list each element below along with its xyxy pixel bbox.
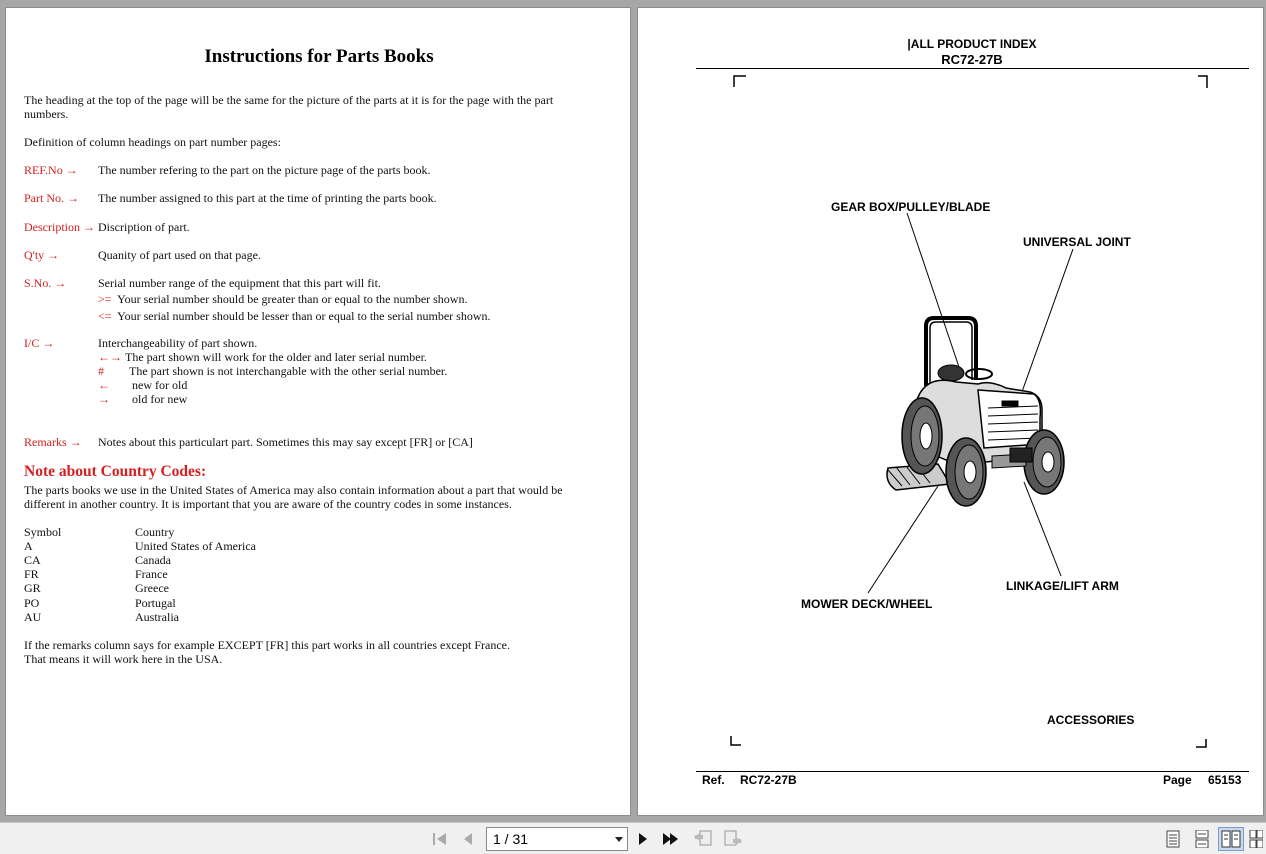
table-cell-country: Greece — [135, 581, 169, 595]
table-header-country: Country — [135, 525, 175, 539]
single-page-icon — [1166, 830, 1180, 848]
definition-desc: Serial number range of the equipment tha… — [98, 276, 381, 290]
serial-note: >= Your serial number should be greater … — [98, 292, 468, 306]
left-document-page: Instructions for Parts Books The heading… — [5, 7, 631, 816]
footer-page-value: 65153 — [1208, 773, 1242, 787]
definition-desc: Discription of part. — [98, 220, 190, 234]
footer-rule — [696, 771, 1249, 772]
definition-desc: Interchangeability of part shown. — [98, 336, 258, 350]
definition-term: I/C → — [24, 336, 55, 350]
ic-note: ←→The part shown will work for the older… — [98, 350, 427, 364]
single-page-view-button[interactable] — [1160, 827, 1186, 851]
closing-line: If the remarks column says for example E… — [24, 638, 510, 652]
right-document-page: |ALL PRODUCT INDEX RC72-27B — [637, 7, 1264, 816]
page-indicator: 1 / 31 — [493, 831, 529, 847]
country-paragraph-line: The parts books we use in the United Sta… — [24, 483, 563, 497]
callout-mower-deck[interactable]: MOWER DECK/WHEEL — [801, 597, 933, 611]
header-rule — [696, 68, 1249, 69]
two-page-continuous-icon — [1249, 830, 1263, 848]
table-cell-symbol: GR — [24, 581, 41, 595]
table-cell-country: United States of America — [135, 539, 256, 553]
next-page-button[interactable] — [630, 827, 656, 851]
table-cell-symbol: PO — [24, 596, 40, 610]
table-cell-country: France — [135, 567, 168, 581]
definition-desc: The number refering to the part on the p… — [98, 163, 431, 177]
intro-line: numbers. — [24, 107, 69, 121]
continuous-page-icon — [1195, 830, 1209, 848]
last-page-icon — [663, 833, 678, 845]
table-cell-country: Australia — [135, 610, 179, 624]
table-cell-symbol: FR — [24, 567, 39, 581]
footer-page-label: Page — [1163, 773, 1192, 787]
two-page-view-button[interactable] — [1218, 827, 1244, 851]
definition-term: Part No. → — [24, 191, 79, 205]
definition-term: Q'ty → — [24, 248, 60, 262]
definition-desc: The number assigned to this part at the … — [98, 191, 437, 205]
first-page-icon — [433, 833, 446, 845]
crop-marks — [730, 75, 1208, 748]
model-header: RC72-27B — [941, 52, 1003, 67]
definition-term: REF.No → — [24, 163, 78, 177]
definition-term: Description → — [24, 220, 95, 234]
tractor-illustration — [730, 75, 1208, 748]
table-cell-country: Canada — [135, 553, 171, 567]
callout-accessories[interactable]: ACCESSORIES — [1047, 713, 1135, 727]
previous-page-button[interactable] — [455, 827, 481, 851]
two-page-continuous-button[interactable] — [1246, 827, 1266, 851]
go-forward-view-button[interactable] — [720, 827, 746, 851]
page-number-select[interactable]: 1 / 31 — [486, 827, 628, 851]
page-title: Instructions for Parts Books — [204, 46, 434, 67]
table-cell-symbol: A — [24, 539, 33, 553]
first-page-button[interactable] — [427, 827, 453, 851]
definition-term: Remarks → — [24, 435, 82, 449]
leader-lines — [867, 212, 1074, 594]
table-cell-symbol: CA — [24, 553, 41, 567]
two-page-icon — [1221, 830, 1241, 848]
intro-line: The heading at the top of the page will … — [24, 93, 554, 107]
last-page-button[interactable] — [658, 827, 684, 851]
go-back-view-button[interactable] — [690, 827, 716, 851]
callout-gearbox[interactable]: GEAR BOX/PULLEY/BLADE — [831, 200, 991, 214]
next-page-icon — [639, 833, 647, 845]
definition-heading: Definition of column headings on part nu… — [24, 135, 281, 149]
table-cell-symbol: AU — [24, 610, 42, 624]
footer-ref-label: Ref. — [702, 773, 725, 787]
ic-note: ←new for old — [98, 378, 188, 392]
ic-note: #The part shown is not interchangable wi… — [98, 364, 448, 378]
definition-desc: Quanity of part used on that page. — [98, 248, 261, 262]
country-paragraph-line: different in another country. It is impo… — [24, 497, 512, 511]
table-header-symbol: Symbol — [24, 525, 62, 539]
index-header: |ALL PRODUCT INDEX — [907, 37, 1037, 51]
continuous-view-button[interactable] — [1189, 827, 1215, 851]
ic-note: →old for new — [98, 392, 188, 406]
footer-ref-value: RC72-27B — [740, 773, 797, 787]
chevron-down-icon — [615, 837, 623, 842]
tractor-icon — [886, 316, 1065, 507]
callout-linkage[interactable]: LINKAGE/LIFT ARM — [1006, 579, 1119, 593]
definition-term: S.No. → — [24, 276, 67, 290]
previous-page-icon — [464, 833, 472, 845]
serial-note: <= Your serial number should be lesser t… — [98, 309, 491, 323]
callout-universal-joint[interactable]: UNIVERSAL JOINT — [1023, 235, 1131, 249]
viewer-toolbar: 1 / 31 — [0, 822, 1266, 854]
previous-view-icon — [694, 830, 712, 846]
table-cell-country: Portugal — [135, 596, 176, 610]
closing-line: That means it will work here in the USA. — [24, 652, 223, 666]
country-codes-heading: Note about Country Codes: — [24, 463, 207, 480]
definition-desc: Notes about this particulart part. Somet… — [98, 435, 473, 449]
next-view-icon — [724, 830, 742, 846]
